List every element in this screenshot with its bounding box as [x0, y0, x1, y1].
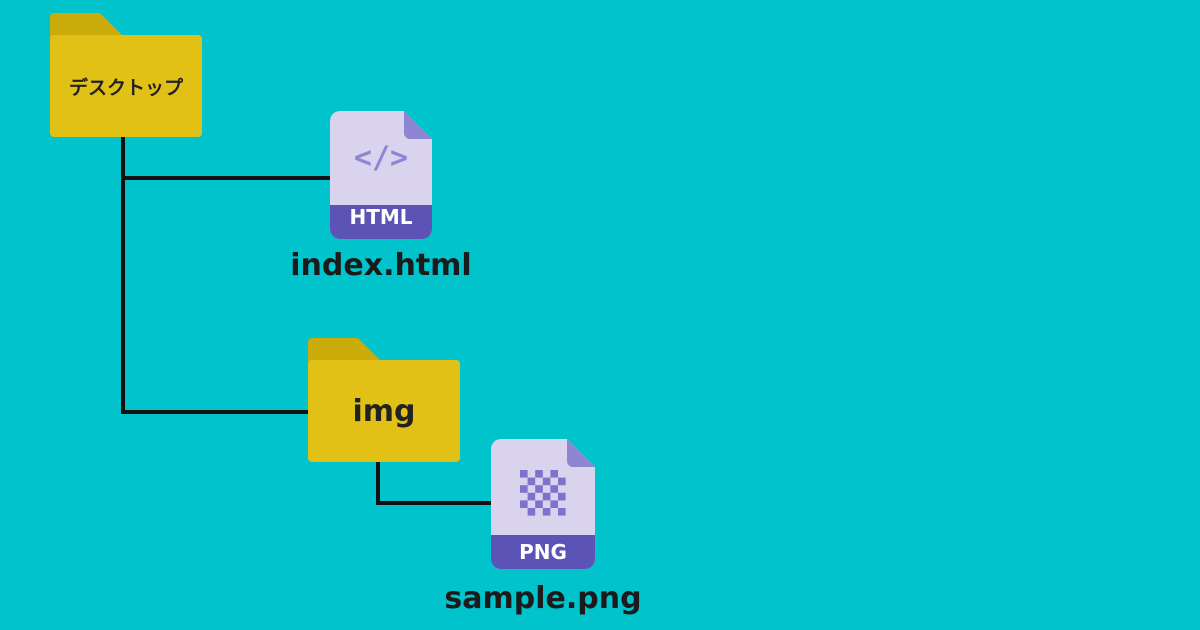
connector-root-trunk — [121, 137, 125, 414]
png-file-name: sample.png — [444, 581, 642, 616]
html-file-icon[interactable]: </> HTML — [330, 111, 432, 239]
html-badge-text: HTML — [349, 205, 412, 229]
checkerboard-icon — [520, 470, 566, 516]
folder-tab — [50, 13, 122, 37]
root-folder-label: デスクトップ — [68, 76, 183, 99]
html-file-graphic: </> HTML — [330, 111, 432, 239]
png-file-icon[interactable]: PNG — [491, 439, 595, 569]
connector-to-img-folder — [121, 410, 309, 414]
png-badge-text: PNG — [519, 540, 567, 564]
folder-body: img — [308, 360, 460, 462]
connector-img-trunk — [376, 461, 380, 505]
png-file-graphic: PNG — [491, 439, 595, 569]
html-file-name: index.html — [290, 248, 472, 283]
connector-to-sample-png — [376, 501, 492, 505]
root-folder[interactable]: デスクトップ — [50, 13, 202, 137]
img-folder-label: img — [352, 393, 416, 429]
folder-tab — [308, 338, 380, 362]
img-folder[interactable]: img — [308, 338, 460, 462]
folder-body: デスクトップ — [50, 35, 202, 137]
connector-to-index-html — [121, 176, 331, 180]
code-symbol-icon: </> — [354, 141, 408, 176]
